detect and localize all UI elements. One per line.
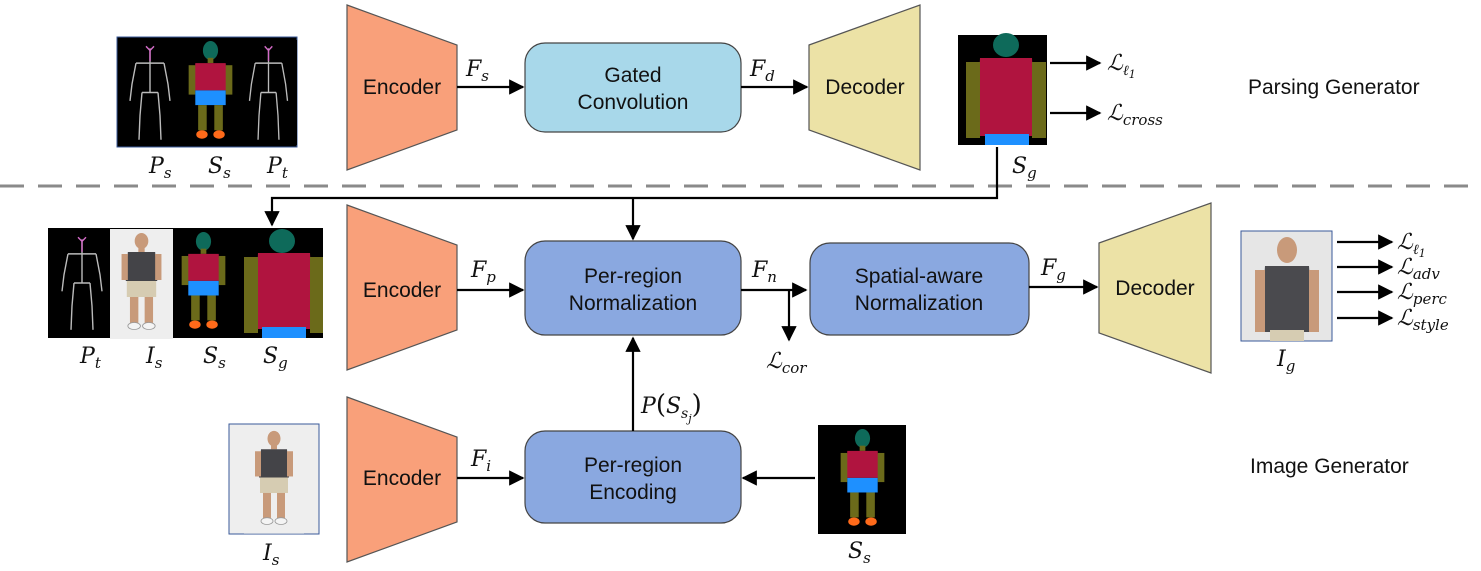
pre-label-2: Encoding bbox=[589, 481, 677, 504]
label-pt-mid: Pt bbox=[79, 344, 102, 372]
loss-style: ℒstyle bbox=[1397, 306, 1449, 334]
loss-cross: ℒcross bbox=[1107, 101, 1163, 129]
per-region-normalization-block bbox=[524, 240, 742, 336]
encoder-block-2 bbox=[346, 204, 458, 371]
loss-perc: ℒperc bbox=[1397, 280, 1448, 308]
pre-label-1: Per-region bbox=[584, 454, 682, 477]
loss-adv: ℒadv bbox=[1397, 255, 1440, 283]
label-fd: Fd bbox=[749, 57, 775, 85]
connector-sg-to-inputs bbox=[264, 147, 999, 227]
label-ss-mid: Ss bbox=[203, 344, 226, 372]
spatial-aware-normalization-block bbox=[809, 242, 1030, 336]
encoder-block-3 bbox=[346, 396, 458, 563]
section-title-image: Image Generator bbox=[1250, 455, 1409, 478]
ig-output-image bbox=[1240, 230, 1333, 342]
label-fg: Fg bbox=[1040, 256, 1066, 284]
decoder-block-2 bbox=[1098, 202, 1212, 374]
label-fp: Fp bbox=[470, 258, 496, 286]
label-ss-top: Ss bbox=[208, 154, 231, 182]
gated-convolution-block bbox=[524, 42, 742, 133]
decoder-block-1 bbox=[808, 4, 921, 171]
label-pt-top: Pt bbox=[266, 154, 289, 182]
decoder-label-2: Decoder bbox=[1115, 277, 1194, 300]
bottom-input-image bbox=[228, 423, 320, 535]
decoder-label-1: Decoder bbox=[825, 76, 904, 99]
mid-input-images bbox=[48, 228, 323, 340]
top-input-images bbox=[116, 36, 298, 148]
label-fi: Fi bbox=[470, 447, 491, 475]
label-sg-mid: Sg bbox=[263, 344, 288, 372]
label-fs: Fs bbox=[465, 57, 489, 85]
label-fn: Fn bbox=[751, 258, 777, 286]
gated-label-2: Convolution bbox=[578, 91, 689, 114]
gated-label-1: Gated bbox=[604, 64, 661, 87]
sg-output-image bbox=[958, 33, 1047, 145]
san-label-1: Spatial-aware bbox=[855, 265, 983, 288]
label-ig: Ig bbox=[1276, 347, 1295, 375]
label-is-bottom: Is bbox=[262, 541, 280, 569]
prn-label-1: Per-region bbox=[584, 265, 682, 288]
prn-label-2: Normalization bbox=[569, 292, 697, 315]
label-is-mid: Is bbox=[145, 344, 163, 372]
per-region-encoding-block bbox=[524, 430, 742, 524]
loss-l1-top: ℒℓ1 bbox=[1107, 51, 1136, 81]
label-ss-bottom: Ss bbox=[848, 539, 871, 567]
loss-l1: ℒℓ1 bbox=[1397, 230, 1426, 260]
label-pooling: P(Ssj) bbox=[640, 390, 702, 425]
bottom-seg-image bbox=[818, 425, 906, 534]
san-label-2: Normalization bbox=[855, 292, 983, 315]
encoder-label-2: Encoder bbox=[363, 279, 441, 302]
encoder-label-3: Encoder bbox=[363, 467, 441, 490]
encoder-label-1: Encoder bbox=[363, 76, 441, 99]
section-title-parsing: Parsing Generator bbox=[1248, 76, 1420, 99]
label-sg-top: Sg bbox=[1012, 154, 1037, 182]
loss-cor: ℒcor bbox=[766, 349, 807, 377]
label-ps-top: Ps bbox=[148, 154, 172, 182]
encoder-block-1 bbox=[346, 4, 458, 171]
